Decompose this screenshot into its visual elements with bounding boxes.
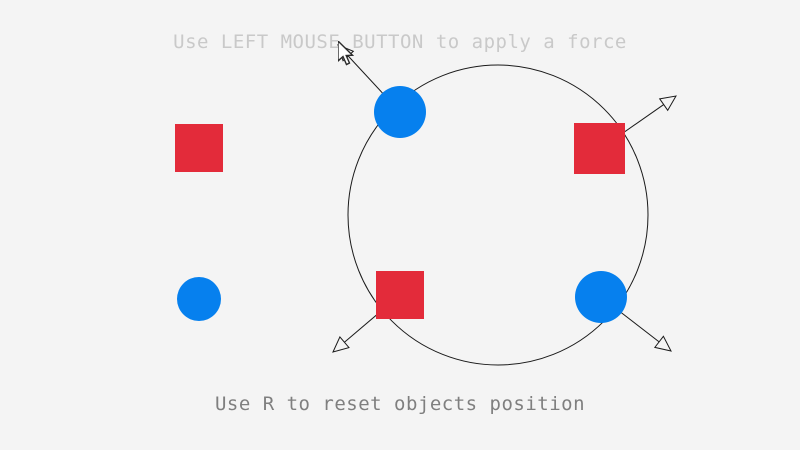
- hint-reset-key: Use R to reset objects position: [214, 393, 586, 415]
- body-square-path-bottom-left[interactable]: [376, 271, 424, 319]
- body-circle-free-left[interactable]: [177, 277, 221, 321]
- body-square-free-left[interactable]: [175, 124, 223, 172]
- hint-left-mouse-button: Use LEFT MOUSE BUTTON to apply a force: [173, 31, 627, 53]
- body-square-path-top-right[interactable]: [574, 123, 625, 174]
- body-circle-path-top-left[interactable]: [374, 86, 426, 138]
- body-circle-path-bottom-right[interactable]: [575, 271, 627, 323]
